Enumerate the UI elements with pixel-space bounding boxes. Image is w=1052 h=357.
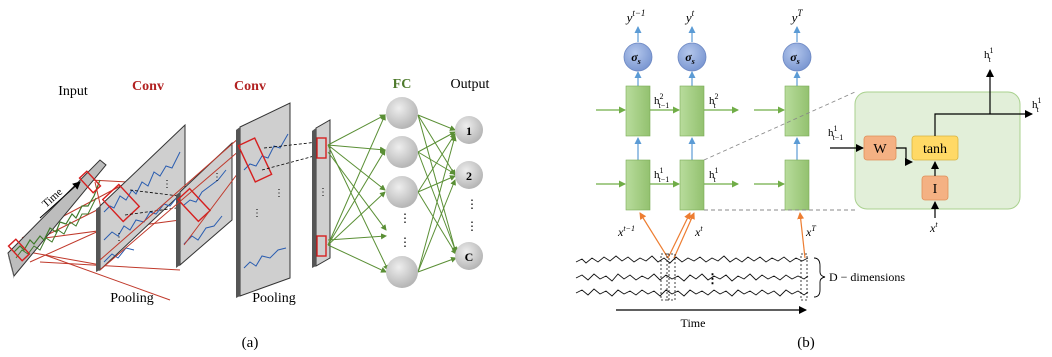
recurrent-arrows	[596, 106, 785, 188]
output-node-label: C	[465, 250, 474, 264]
sigma-to-output-arrows	[634, 26, 801, 160]
input-label-cur: xt	[694, 224, 703, 239]
sigma-label: σs	[685, 50, 695, 66]
output-node	[455, 116, 483, 144]
sigma-node	[677, 42, 707, 72]
svg-text:⋮: ⋮	[466, 219, 478, 233]
input-arrows	[639, 212, 806, 259]
conv2-label: Conv	[234, 79, 266, 94]
fc-node	[386, 97, 418, 129]
svg-text:⋮: ⋮	[212, 172, 222, 183]
time-label-b: Time	[681, 316, 706, 330]
input-label-last: xT	[805, 224, 816, 239]
sigma-label: σs	[631, 50, 641, 66]
output-node	[455, 161, 483, 189]
output-node-label: 2	[466, 169, 472, 183]
pooling1-label: Pooling	[110, 291, 154, 306]
sigma-nodes: σs σs σs	[623, 42, 812, 72]
rnn-block	[625, 85, 651, 137]
time-series-signals	[575, 255, 809, 297]
zoom-line-top	[703, 91, 856, 161]
tanh-label: tanh	[923, 142, 947, 157]
input-label-prev: xt−1	[617, 224, 635, 239]
output-label: Output	[451, 77, 490, 92]
time-window-boxes	[660, 253, 808, 301]
sigma-label: σs	[790, 50, 800, 66]
sigma-node	[623, 42, 653, 72]
panel-b-rnn: yt−1 yt yT σs σs σs	[575, 8, 1042, 351]
svg-text:⋮: ⋮	[114, 232, 124, 243]
output-label-cur: yt	[684, 8, 695, 25]
svg-text:⋮: ⋮	[252, 208, 262, 219]
output-label-prev: yt−1	[625, 8, 646, 25]
svg-text:⋮: ⋮	[399, 211, 411, 225]
fc-node	[386, 176, 418, 208]
rnn-block	[784, 159, 810, 211]
input-signal-strip	[7, 159, 107, 279]
output-node	[455, 242, 483, 270]
conv1-ellipsis: ⋮	[162, 179, 172, 190]
dimensions-brace	[813, 257, 826, 298]
output-nodes: 1 2 C ⋮ ⋮	[455, 116, 483, 270]
time-arrow	[39, 181, 81, 219]
rnn-block	[679, 85, 705, 137]
i-label: I	[933, 182, 938, 197]
output-node-label: 1	[466, 124, 472, 138]
svg-text:⋮: ⋮	[274, 188, 284, 199]
panel-a-cnn: Time ⋮ ⋮ ⋮	[7, 77, 490, 351]
svg-text:⋮: ⋮	[318, 187, 328, 198]
rnn-blocks	[625, 85, 810, 211]
pool1-to-conv2-connections	[99, 129, 249, 271]
fc-node	[386, 136, 418, 168]
fc-label: FC	[393, 77, 412, 92]
fc-nodes: ⋮ ⋮	[386, 97, 418, 288]
rnn-block	[625, 159, 651, 211]
input-label: Input	[58, 84, 88, 99]
svg-text:⋮: ⋮	[399, 235, 411, 249]
d-dimensions-label: D − dimensions	[829, 270, 905, 284]
w-label: W	[873, 142, 887, 157]
output-label-last: yT	[790, 8, 804, 25]
cell-x-in-label: xt	[929, 220, 938, 235]
conv2-feature-map: ⋮ ⋮	[236, 102, 291, 298]
pooling2-label: Pooling	[252, 291, 296, 306]
caption-b: (b)	[797, 335, 815, 351]
caption-a: (a)	[242, 335, 259, 351]
fc-node	[386, 256, 418, 288]
signal-ellipsis: ⋮	[706, 272, 719, 287]
conv1-label: Conv	[132, 79, 164, 94]
rnn-block	[784, 85, 810, 137]
svg-text:⋮: ⋮	[466, 197, 478, 211]
pooling2-feature-map: ⋮	[312, 119, 331, 268]
rnn-block	[679, 159, 705, 211]
conv1-feature-map: ⋮ ⋮	[96, 123, 186, 272]
fc-edges	[327, 114, 458, 273]
sigma-node	[782, 42, 812, 72]
